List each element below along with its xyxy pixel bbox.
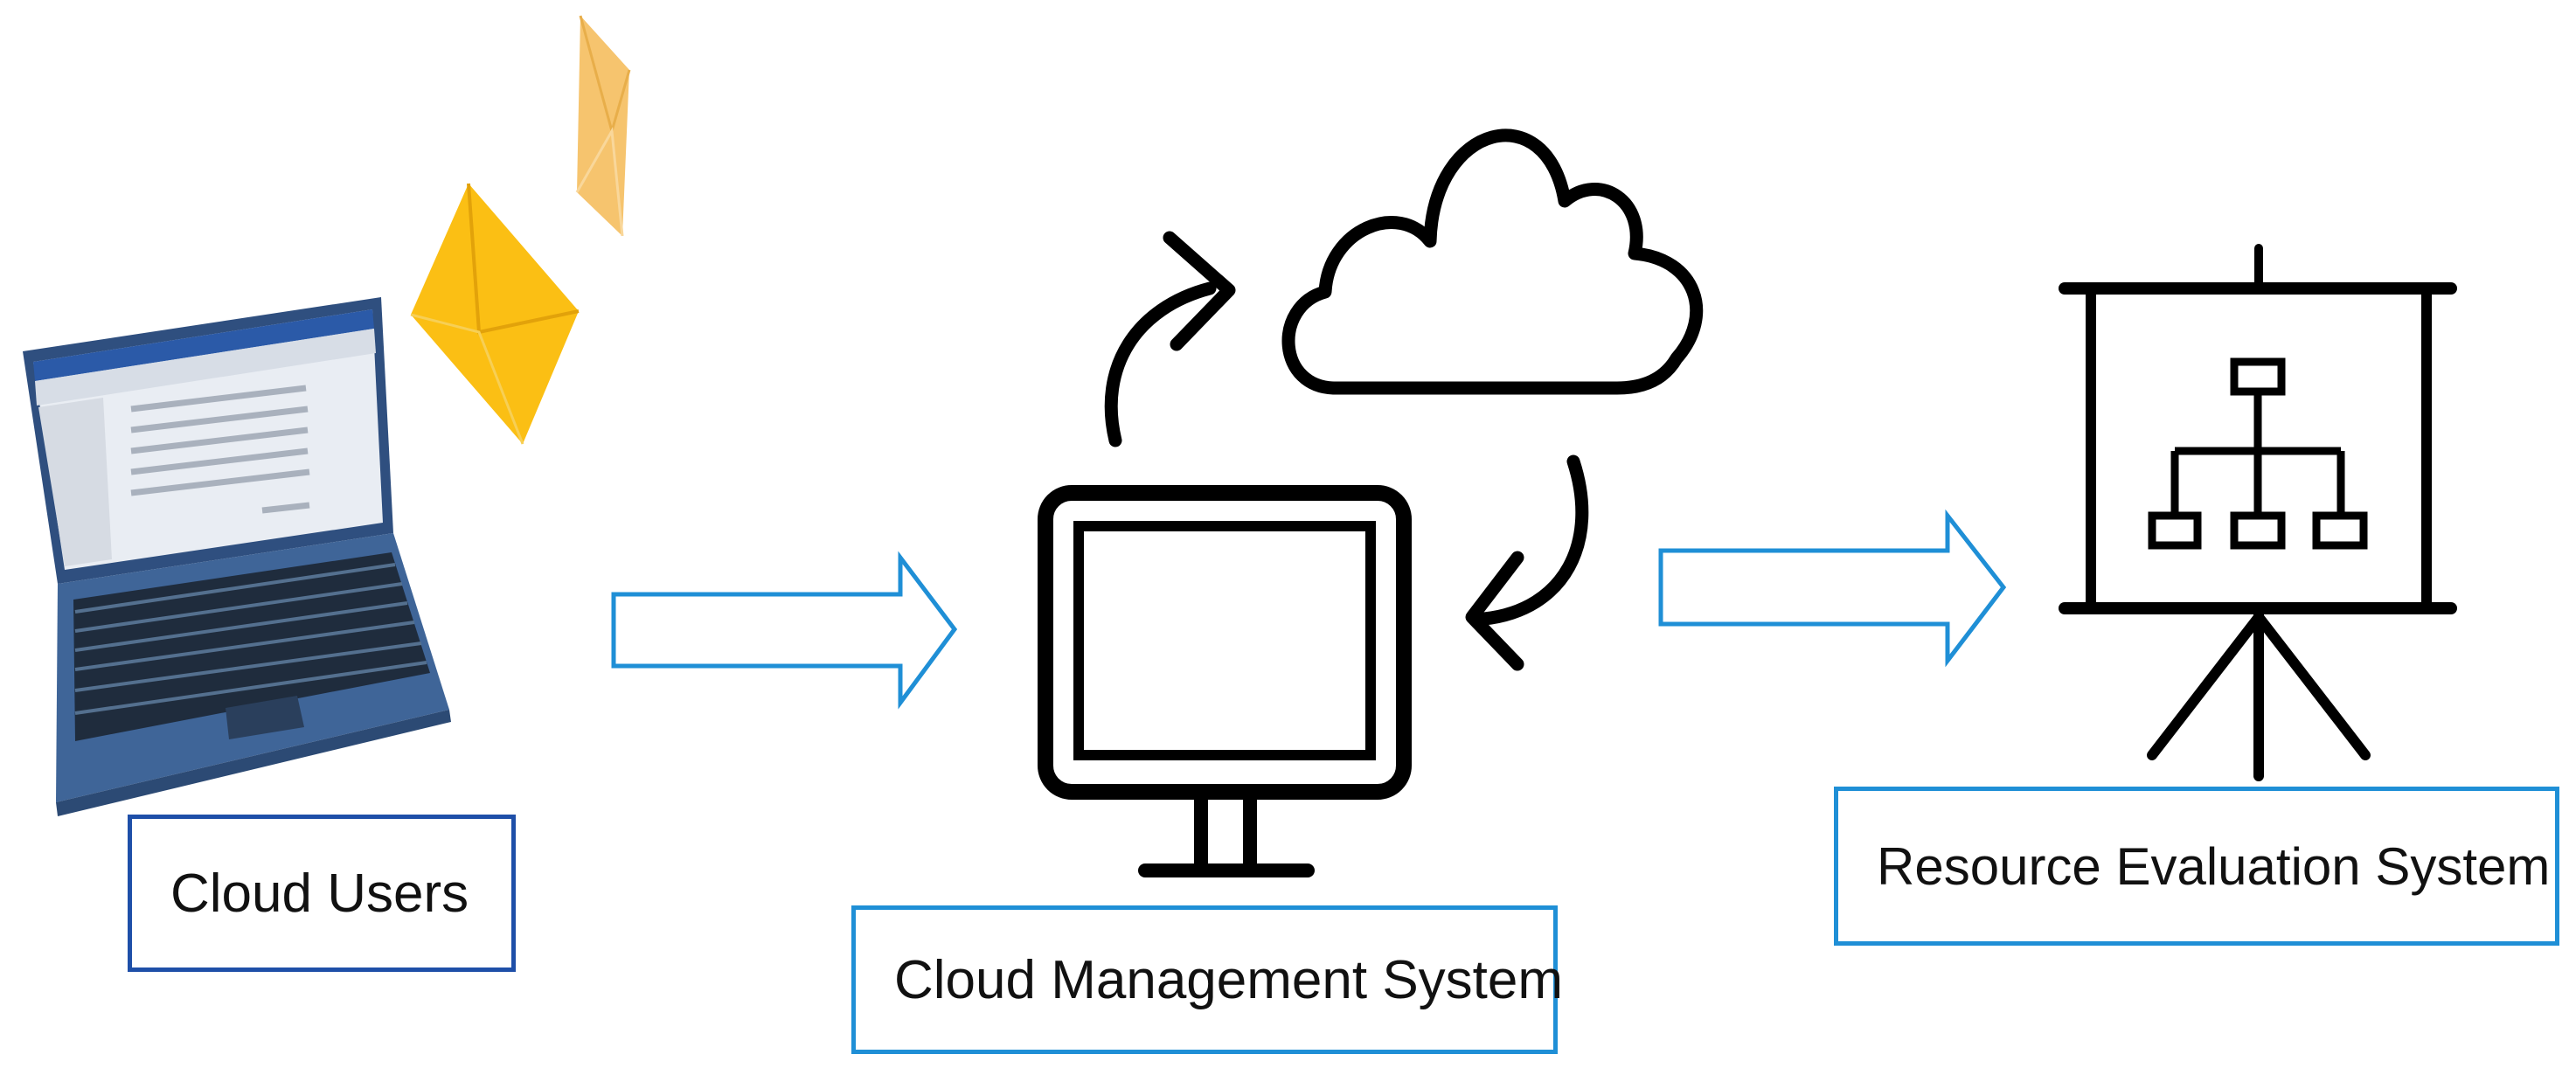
cloud-management-system-label-box: Cloud Management System	[851, 905, 1563, 1054]
resource-evaluation-system-label: Resource Evaluation System	[1877, 836, 2551, 896]
laptop-icon	[23, 297, 451, 816]
cloud-icon	[1281, 128, 1704, 395]
envelope-icon	[410, 183, 580, 445]
hierarchy-chart-icon	[2148, 357, 2368, 550]
cloud-users-label: Cloud Users	[170, 863, 469, 924]
cloud-users-label-box: Cloud Users	[128, 815, 516, 972]
cloud-management-system-label: Cloud Management System	[894, 949, 1564, 1010]
monitor-icon	[1038, 485, 1412, 877]
flow-arrow	[1658, 509, 2007, 668]
resource-evaluation-system-label-box: Resource Evaluation System	[1834, 787, 2559, 946]
sync-arrow-icon	[1104, 231, 1589, 671]
flow-arrow	[611, 551, 958, 710]
presentation-board-icon	[2059, 244, 2457, 781]
envelope-icon	[575, 15, 631, 237]
